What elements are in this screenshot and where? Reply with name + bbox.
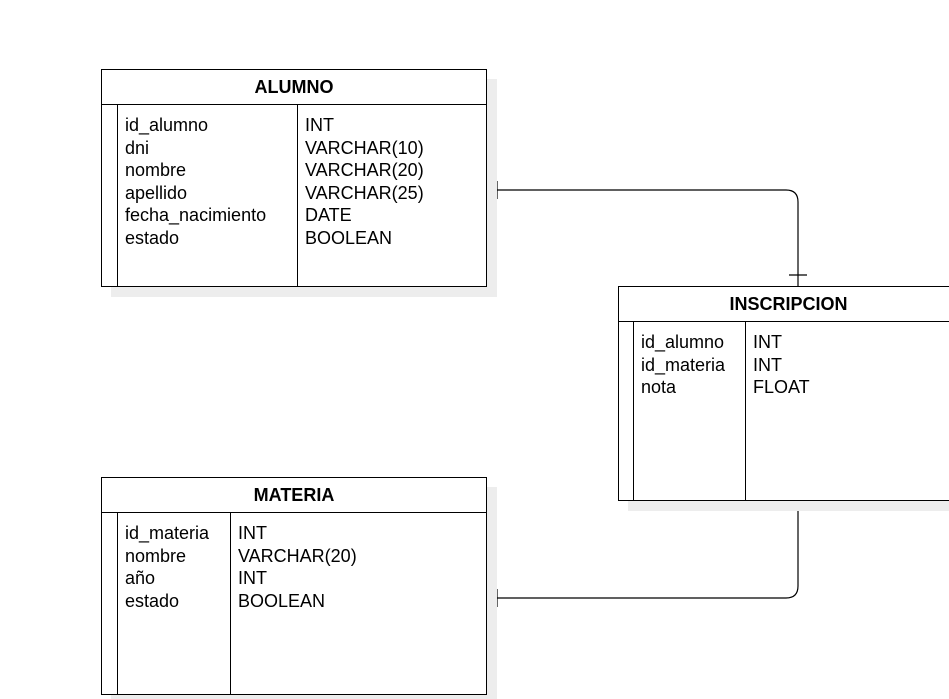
- field-type: INT: [238, 568, 267, 588]
- field-name: fecha_nacimiento: [125, 205, 267, 225]
- entity-title: INSCRIPCION: [619, 287, 949, 322]
- field-types-column: INT VARCHAR(20) INT BOOLEAN: [238, 522, 357, 612]
- field-name: id_alumno: [641, 332, 725, 352]
- field-type: DATE: [305, 205, 352, 225]
- key-column: [102, 513, 118, 694]
- field-name: nota: [641, 377, 677, 397]
- field-name: id_materia: [641, 354, 726, 375]
- entity-body: id_alumno id_materia nota INT INT FLOAT: [619, 322, 949, 500]
- entity-materia[interactable]: MATERIA id_materia nombre año estado INT…: [101, 477, 487, 695]
- column-divider: [297, 105, 298, 286]
- relationship-materia-inscripcion[interactable]: [487, 501, 807, 607]
- field-type: FLOAT: [753, 377, 810, 397]
- entity-inscripcion[interactable]: INSCRIPCION id_alumno id_materia nota IN…: [618, 286, 949, 501]
- column-divider: [230, 513, 231, 694]
- connector-line: [487, 189, 799, 286]
- field-name: nombre: [125, 160, 187, 180]
- field-names-column: id_materia nombre año estado: [125, 522, 209, 612]
- field-type: INT: [305, 115, 334, 135]
- field-name: dni: [125, 137, 150, 158]
- field-type: BOOLEAN: [305, 227, 393, 248]
- field-name: estado: [125, 590, 180, 611]
- field-name: id_alumno: [125, 115, 209, 135]
- field-name: nombre: [125, 545, 187, 566]
- field-type: INT: [753, 332, 782, 352]
- field-type: VARCHAR(20): [305, 160, 424, 180]
- column-divider: [745, 322, 746, 500]
- field-types-column: INT VARCHAR(10) VARCHAR(20) VARCHAR(25) …: [305, 114, 424, 249]
- field-names-column: id_alumno id_materia nota: [641, 331, 725, 399]
- entity-body: id_alumno dni nombre apellido fecha_naci…: [102, 105, 486, 286]
- field-name: estado: [125, 227, 180, 248]
- field-names-column: id_alumno dni nombre apellido fecha_naci…: [125, 114, 266, 249]
- field-name: apellido: [125, 182, 188, 203]
- key-column: [102, 105, 118, 286]
- field-type: VARCHAR(10): [305, 137, 424, 158]
- entity-title: ALUMNO: [102, 70, 486, 105]
- field-type: INT: [238, 523, 267, 543]
- field-type: INT: [753, 354, 782, 375]
- entity-alumno[interactable]: ALUMNO id_alumno dni nombre apellido fec…: [101, 69, 487, 287]
- connector-line: [487, 501, 799, 599]
- relationship-alumno-inscripcion[interactable]: [487, 181, 807, 286]
- key-column: [619, 322, 634, 500]
- field-name: año: [125, 568, 156, 588]
- field-types-column: INT INT FLOAT: [753, 331, 810, 399]
- field-type: VARCHAR(25): [305, 182, 424, 203]
- field-name: id_materia: [125, 523, 210, 543]
- field-type: BOOLEAN: [238, 590, 326, 611]
- entity-body: id_materia nombre año estado INT VARCHAR…: [102, 513, 486, 694]
- field-type: VARCHAR(20): [238, 545, 357, 566]
- entity-title: MATERIA: [102, 478, 486, 513]
